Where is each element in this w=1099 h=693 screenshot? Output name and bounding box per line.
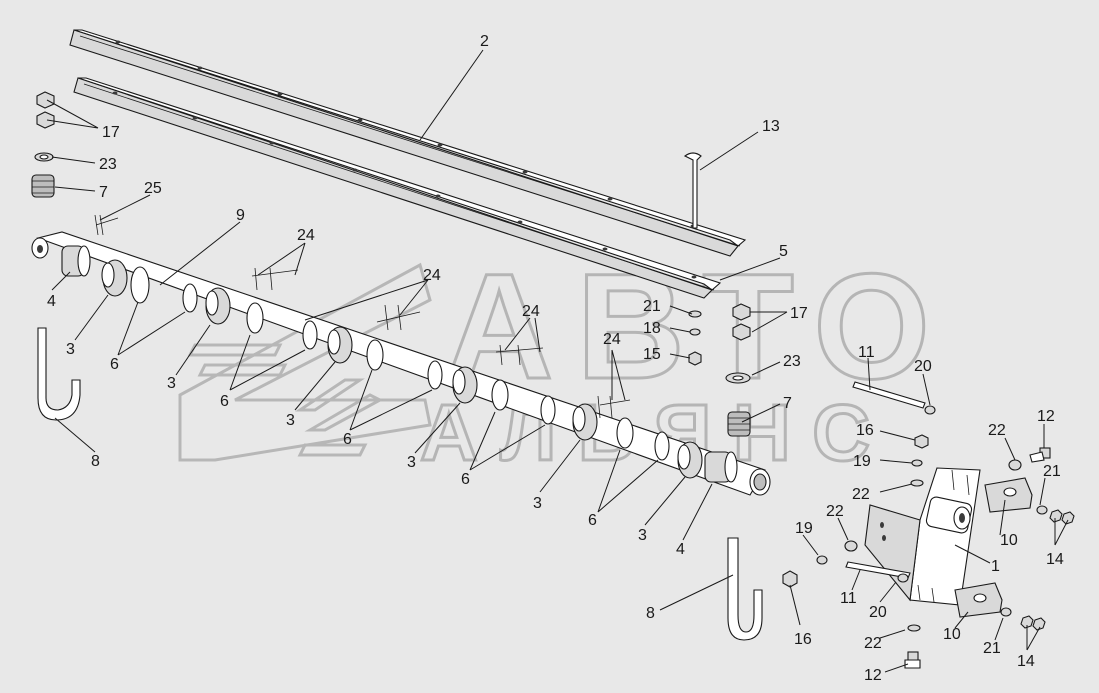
label-3: 3 [407, 454, 416, 471]
label-20: 20 [914, 358, 932, 375]
label-14: 14 [1046, 551, 1064, 568]
watermark-logo-chevrons [178, 262, 432, 462]
label-3: 3 [167, 375, 176, 392]
label-12: 12 [1037, 408, 1055, 425]
label-8: 8 [646, 605, 655, 622]
bracket-assembly [782, 381, 1075, 669]
roller-6 [491, 379, 509, 411]
label-21: 21 [643, 298, 661, 315]
label-7: 7 [99, 184, 108, 201]
left-hanger [31, 91, 81, 421]
label-16: 16 [856, 422, 874, 439]
label-19: 19 [795, 520, 813, 537]
callout-labels: 2 13 17 23 7 25 9 24 24 24 24 5 21 18 15… [47, 33, 1064, 684]
label-21: 21 [1043, 463, 1061, 480]
label-10: 10 [943, 626, 961, 643]
label-3: 3 [66, 341, 75, 358]
roller-3 [327, 326, 353, 364]
roller-6 [654, 431, 670, 461]
roller-6 [427, 360, 443, 390]
label-14: 14 [1017, 653, 1035, 670]
label-20: 20 [869, 604, 887, 621]
angle-bar-2 [69, 29, 747, 257]
roller-6 [182, 283, 198, 313]
label-22: 22 [826, 503, 844, 520]
roller-3 [677, 441, 703, 479]
roller-3 [572, 403, 598, 441]
label-24: 24 [522, 303, 540, 320]
label-10: 10 [1000, 532, 1018, 549]
label-17: 17 [790, 305, 808, 322]
label-22: 22 [864, 635, 882, 652]
label-1: 1 [991, 558, 1000, 575]
label-12: 12 [864, 667, 882, 684]
label-3: 3 [533, 495, 542, 512]
shaft-rollers [61, 245, 738, 483]
label-3: 3 [286, 412, 295, 429]
roller-6 [302, 320, 318, 350]
label-6: 6 [220, 393, 229, 410]
watermark: АВТО АЛЬЯНС [178, 241, 932, 479]
roller-6 [540, 395, 556, 425]
label-13: 13 [762, 118, 780, 135]
label-22: 22 [852, 486, 870, 503]
roller-3 [101, 259, 128, 297]
label-21: 21 [983, 640, 1001, 657]
roller-6 [366, 339, 384, 371]
roller-3 [452, 366, 478, 404]
pins [94, 214, 631, 419]
label-3: 3 [638, 527, 647, 544]
label-6: 6 [343, 431, 352, 448]
label-25: 25 [144, 180, 162, 197]
label-6: 6 [588, 512, 597, 529]
label-8: 8 [91, 453, 100, 470]
label-9: 9 [236, 207, 245, 224]
label-4: 4 [47, 293, 56, 310]
label-11: 11 [840, 590, 857, 607]
roller-6 [246, 302, 264, 334]
label-17: 17 [102, 124, 120, 141]
label-24: 24 [423, 267, 441, 284]
label-16: 16 [794, 631, 812, 648]
label-4: 4 [676, 541, 685, 558]
roller-4-right [704, 451, 738, 483]
label-18: 18 [643, 320, 661, 337]
label-23: 23 [99, 156, 117, 173]
label-2: 2 [480, 33, 489, 50]
roller-6 [616, 417, 634, 449]
label-19: 19 [853, 453, 871, 470]
label-11: 11 [858, 344, 875, 361]
label-15: 15 [643, 346, 661, 363]
label-7: 7 [783, 395, 792, 412]
label-22: 22 [988, 422, 1006, 439]
label-6: 6 [110, 356, 119, 373]
label-6: 6 [461, 471, 470, 488]
label-5: 5 [779, 243, 788, 260]
label-23: 23 [783, 353, 801, 370]
angle-bar-5 [73, 77, 722, 299]
leader-lines [46, 49, 1069, 673]
roller-3 [205, 287, 231, 325]
roller-6 [130, 266, 150, 304]
right-hanger [683, 152, 763, 641]
roller-4-left [61, 245, 91, 277]
label-24: 24 [603, 331, 621, 348]
label-24: 24 [297, 227, 315, 244]
